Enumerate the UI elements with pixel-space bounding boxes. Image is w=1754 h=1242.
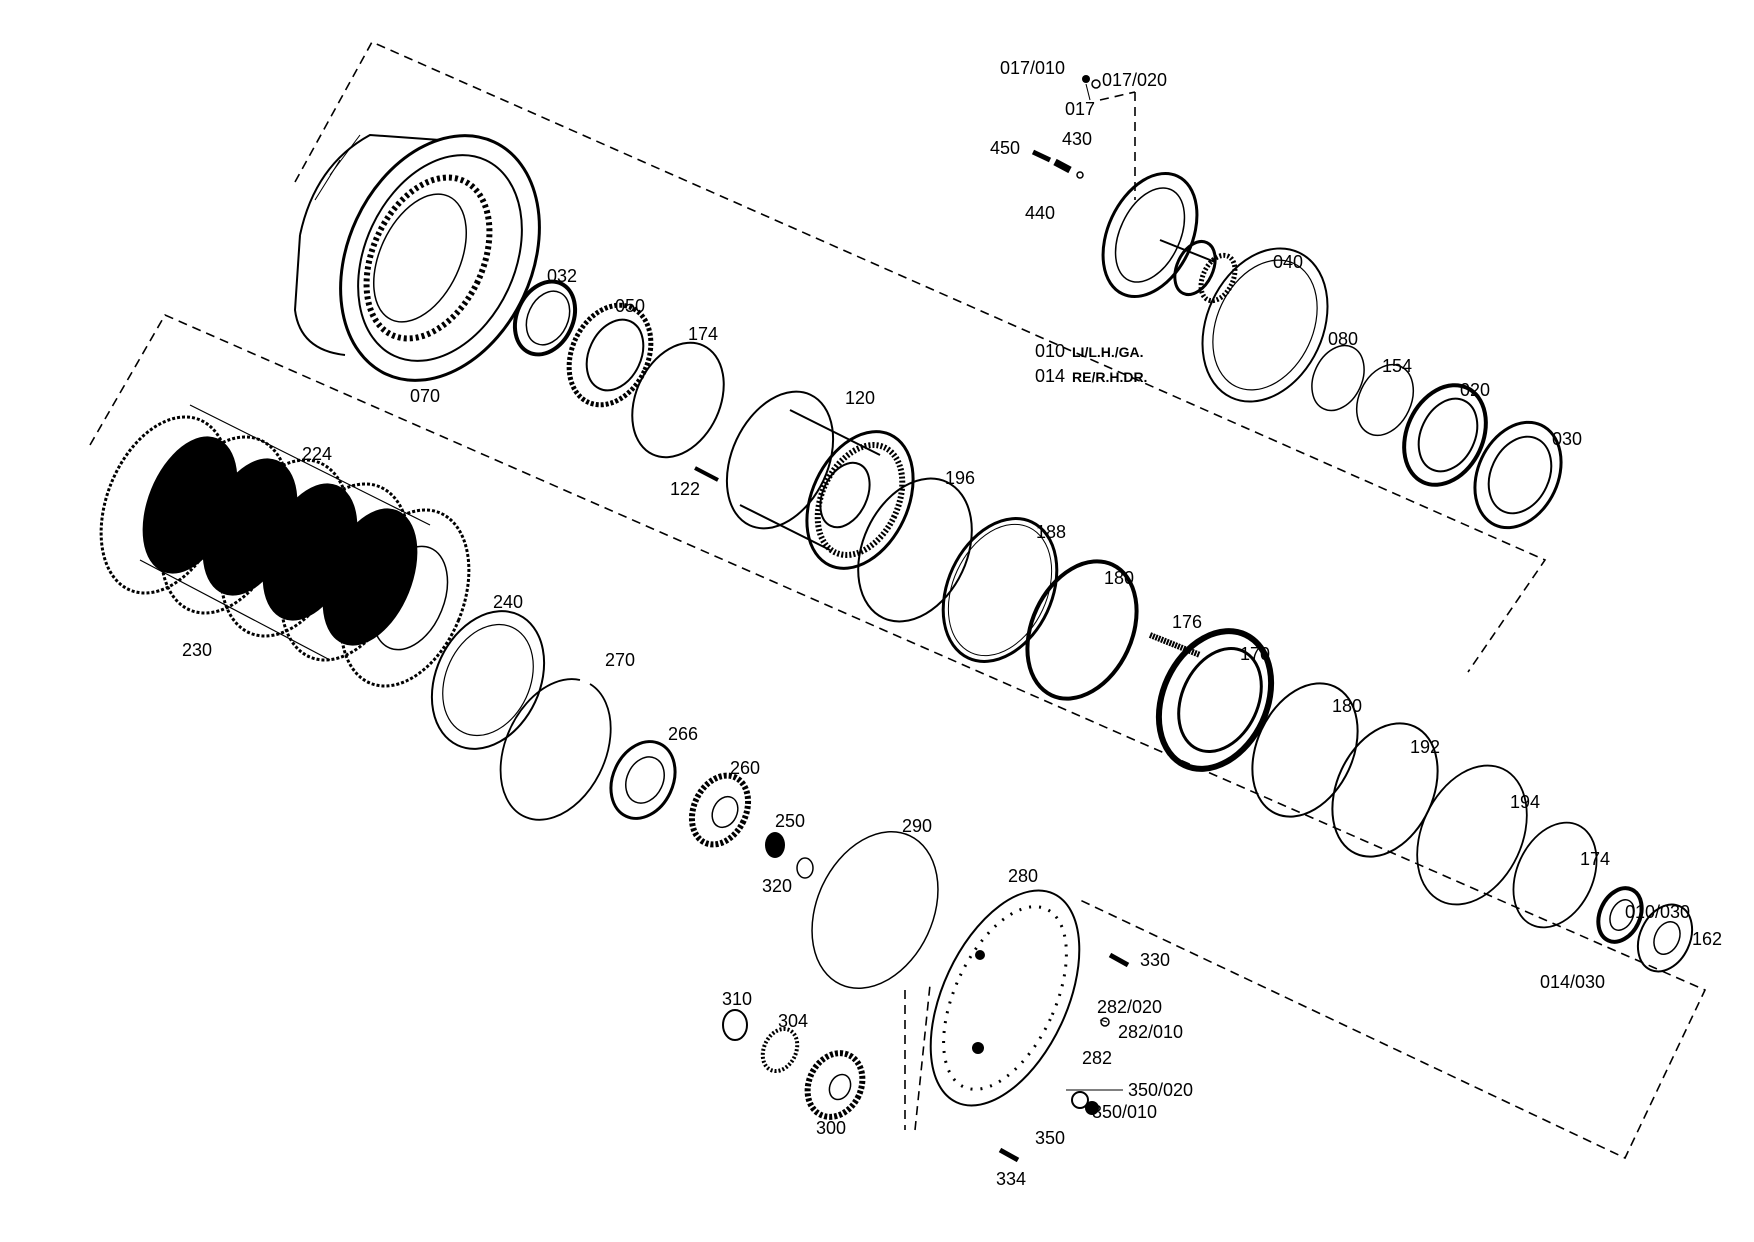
label-017-010: 017/010 <box>1000 58 1065 78</box>
label-350-010: 350/010 <box>1092 1102 1157 1122</box>
label-014-note: RE/R.H.DR. <box>1072 369 1147 385</box>
label-040: 040 <box>1273 252 1303 272</box>
ring-174a <box>631 341 725 459</box>
label-450: 450 <box>990 138 1020 158</box>
label-050: 050 <box>615 296 645 316</box>
label-192: 192 <box>1410 737 1440 757</box>
ring-080 <box>1311 344 1365 412</box>
label-122: 122 <box>670 479 700 499</box>
label-224: 224 <box>302 444 332 464</box>
ring-154 <box>1355 363 1415 437</box>
label-176: 176 <box>1172 612 1202 632</box>
plate-240 <box>430 610 546 750</box>
label-032: 032 <box>547 266 577 286</box>
label-304: 304 <box>778 1011 808 1031</box>
bearing-266 <box>609 740 677 820</box>
plug-350 <box>1071 1091 1089 1109</box>
bolt-017-group <box>1082 75 1101 101</box>
seal-040 <box>1201 247 1329 403</box>
label-170: 170 <box>1240 644 1270 664</box>
plug-350-010 <box>1085 1101 1099 1115</box>
bearing-304 <box>760 1026 800 1074</box>
label-290: 290 <box>902 816 932 836</box>
ring-192 <box>1331 722 1439 858</box>
label-120: 120 <box>845 388 875 408</box>
label-017: 017 <box>1065 99 1095 119</box>
label-180a: 180 <box>1104 568 1134 588</box>
gear-300 <box>804 1050 866 1120</box>
ring-196 <box>857 477 973 623</box>
bolt-450-430-440 <box>1031 149 1084 179</box>
housing-070 <box>293 133 541 382</box>
label-440: 440 <box>1025 203 1055 223</box>
label-017-020: 017/020 <box>1102 70 1167 90</box>
label-020: 020 <box>1460 380 1490 400</box>
label-270: 270 <box>605 650 635 670</box>
label-350: 350 <box>1035 1128 1065 1148</box>
label-282: 282 <box>1082 1048 1112 1068</box>
label-240: 240 <box>493 592 523 612</box>
bearing-050 <box>566 302 654 408</box>
label-154: 154 <box>1382 356 1412 376</box>
label-162: 162 <box>1692 929 1722 949</box>
label-320: 320 <box>762 876 792 896</box>
pin-122 <box>694 466 719 482</box>
label-188: 188 <box>1036 522 1066 542</box>
bearing-020 <box>1402 383 1488 487</box>
disc-162 <box>1636 903 1694 973</box>
label-334: 334 <box>996 1169 1026 1189</box>
bearing-032 <box>512 279 578 357</box>
label-282-010: 282/010 <box>1118 1022 1183 1042</box>
cover-280 <box>929 889 1081 1107</box>
piston-170 <box>1155 628 1275 772</box>
ring-290 <box>811 830 939 990</box>
label-014-030: 014/030 <box>1540 972 1605 992</box>
label-330: 330 <box>1140 950 1170 970</box>
label-266: 266 <box>668 724 698 744</box>
label-230: 230 <box>182 640 212 660</box>
ring-180b <box>1251 682 1359 818</box>
label-250: 250 <box>775 811 805 831</box>
ring-310 <box>722 1009 748 1041</box>
label-282-020: 282/020 <box>1097 997 1162 1017</box>
ring-180a <box>1025 559 1139 701</box>
label-014: 014 <box>1035 366 1065 386</box>
label-030: 030 <box>1552 429 1582 449</box>
label-010-030: 010/030 <box>1625 902 1690 922</box>
bolt-330 <box>1108 952 1130 968</box>
label-194: 194 <box>1510 792 1540 812</box>
label-070: 070 <box>410 386 440 406</box>
clip-320 <box>796 857 814 879</box>
ring-174b <box>1512 821 1598 929</box>
label-180b: 180 <box>1332 696 1362 716</box>
label-350-020: 350/020 <box>1128 1080 1193 1100</box>
pin-250 <box>765 832 785 858</box>
assembly-dashed-lines <box>89 40 1707 1160</box>
label-174b: 174 <box>1580 849 1610 869</box>
nut-010-030 <box>1596 886 1644 944</box>
label-080: 080 <box>1328 329 1358 349</box>
label-196: 196 <box>945 468 975 488</box>
part-labels: 017/010 017/020 017 450 430 440 040 010 … <box>182 58 1722 1189</box>
label-260: 260 <box>730 758 760 778</box>
hub-010 <box>1101 171 1238 304</box>
label-174a: 174 <box>688 324 718 344</box>
label-010: 010 <box>1035 341 1065 361</box>
label-430: 430 <box>1062 129 1092 149</box>
label-280: 280 <box>1008 866 1038 886</box>
label-310: 310 <box>722 989 752 1009</box>
bearing-030 <box>1473 420 1563 530</box>
ring-194 <box>1416 764 1528 906</box>
snap-ring-270 <box>499 678 612 821</box>
clutch-pack <box>99 404 471 688</box>
bolt-334 <box>998 1147 1020 1163</box>
leader-lines <box>1066 1019 1123 1091</box>
label-300: 300 <box>816 1118 846 1138</box>
ring-188 <box>941 517 1059 663</box>
gear-260 <box>688 772 752 848</box>
plug-282 <box>1100 1017 1110 1027</box>
label-010-note: LI/L.H./GA. <box>1072 344 1144 360</box>
drum-120 <box>725 390 915 570</box>
